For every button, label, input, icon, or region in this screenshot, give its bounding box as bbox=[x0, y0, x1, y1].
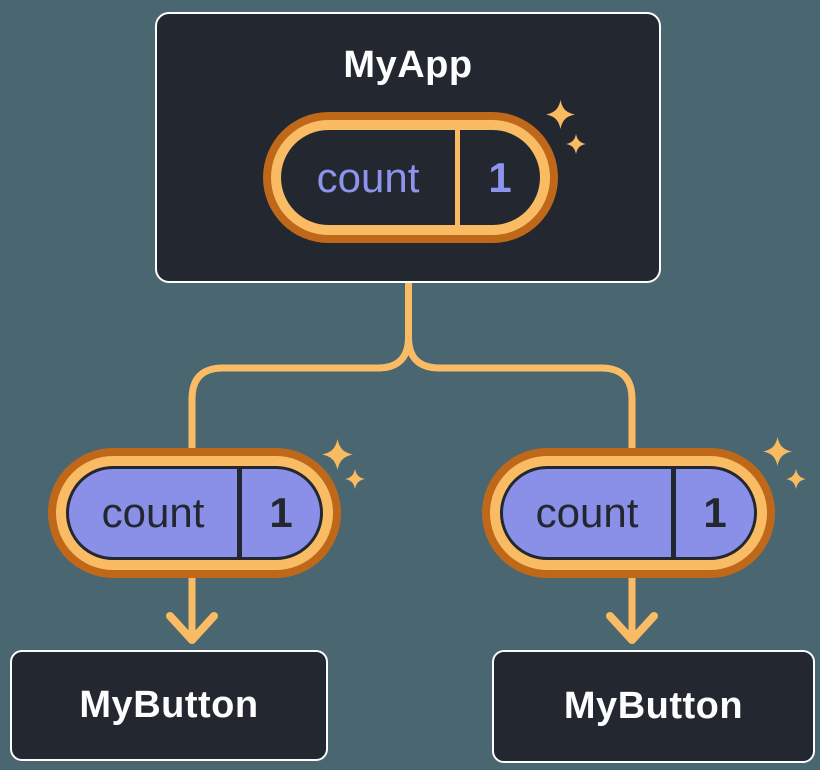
prop-name-label: count bbox=[101, 489, 205, 536]
sparkle-icon bbox=[566, 134, 586, 154]
pill-divider bbox=[671, 469, 676, 557]
prop-value: 1 bbox=[703, 489, 727, 536]
connector-right-branch bbox=[405, 280, 636, 644]
state-name-label: count bbox=[316, 153, 420, 201]
pill-divider bbox=[237, 469, 242, 557]
prop-name-label: count bbox=[535, 489, 639, 536]
sparkle-icon bbox=[763, 437, 792, 466]
pill-divider bbox=[455, 130, 460, 225]
component-title: MyButton bbox=[563, 685, 744, 727]
component-title: MyApp bbox=[343, 44, 473, 86]
prop-value: 1 bbox=[269, 489, 293, 536]
component-node-mybutton-left: MyButton bbox=[10, 650, 328, 761]
arrowhead-left-icon bbox=[166, 612, 218, 644]
state-pill-body: count 1 bbox=[281, 130, 540, 225]
prop-pill-body: count 1 bbox=[500, 466, 757, 560]
sparkle-icon bbox=[322, 439, 353, 470]
state-pill-ring: count 1 bbox=[271, 120, 550, 235]
component-node-mybutton-right: MyButton bbox=[492, 650, 815, 763]
component-title: MyButton bbox=[79, 684, 259, 726]
prop-pill-right: count 1 bbox=[482, 448, 775, 578]
prop-pill-left: count 1 bbox=[48, 448, 341, 578]
prop-pill-ring: count 1 bbox=[490, 456, 767, 570]
arrowhead-right-icon bbox=[606, 612, 658, 644]
prop-pill-ring: count 1 bbox=[56, 456, 333, 570]
sparkle-icon bbox=[546, 100, 575, 129]
prop-pill-body: count 1 bbox=[66, 466, 323, 560]
sparkle-icon bbox=[345, 469, 365, 489]
state-pill-root: count 1 bbox=[263, 112, 558, 243]
sparkle-icon bbox=[786, 469, 806, 489]
state-value: 1 bbox=[488, 153, 512, 201]
